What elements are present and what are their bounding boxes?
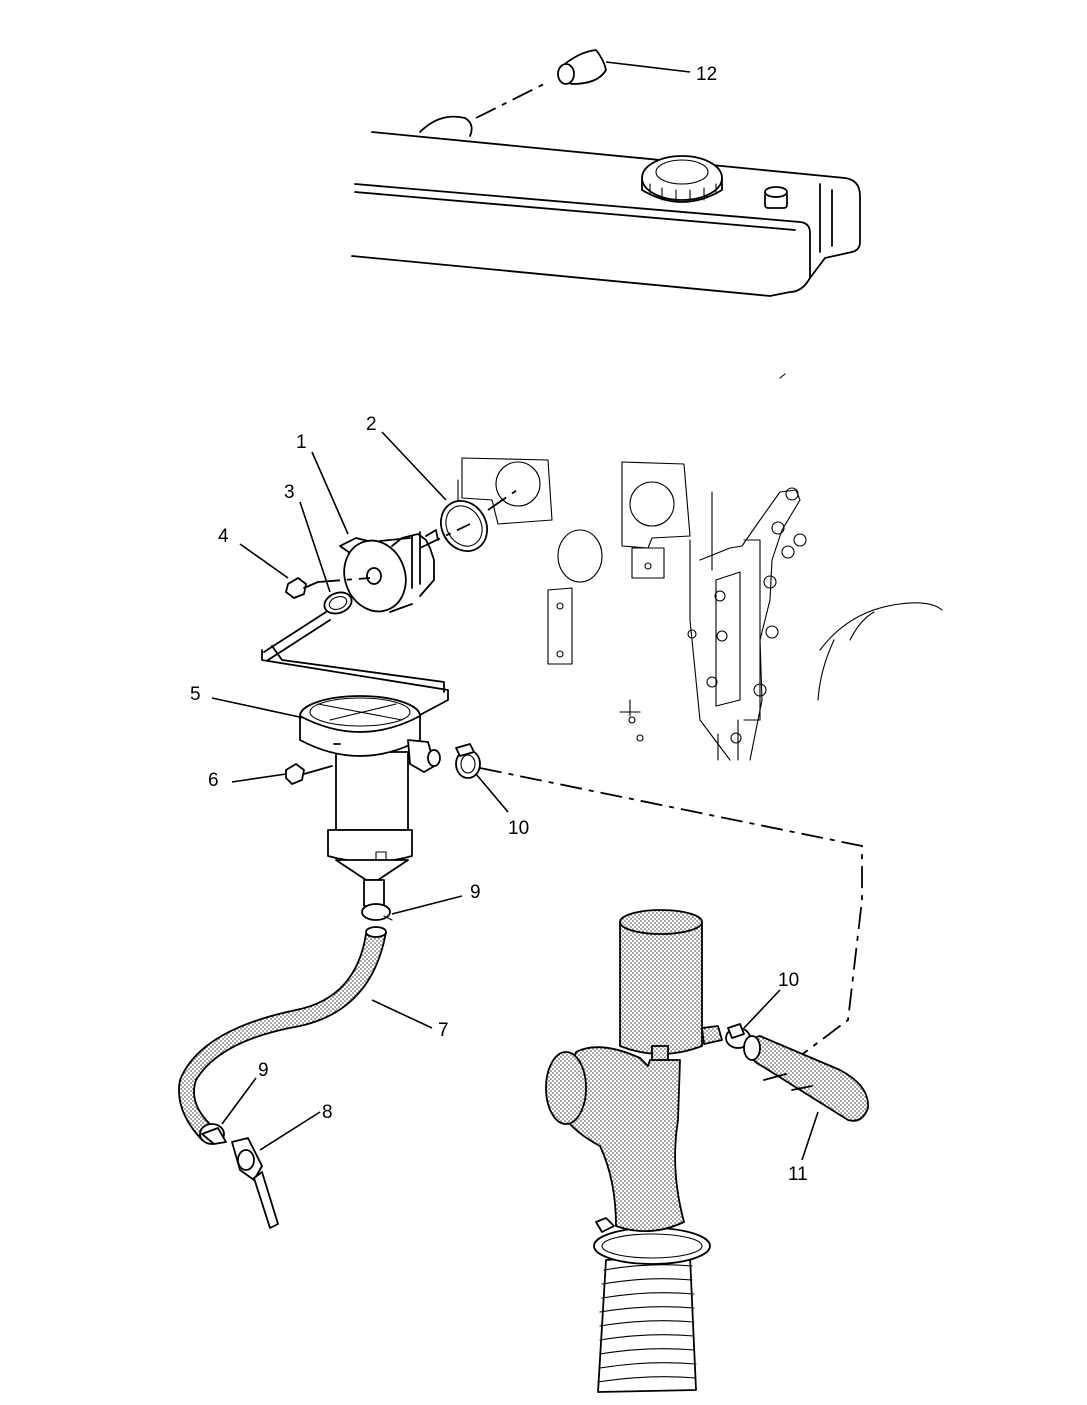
engine-block (457, 457, 943, 761)
leader-6 (231, 773, 287, 783)
callout-4: 4 (218, 526, 229, 547)
leader-10b (743, 989, 781, 1029)
leader-7 (371, 999, 433, 1029)
leader-8 (259, 1111, 321, 1151)
part-6-bolt (285, 763, 333, 785)
part-5-separator (299, 695, 441, 907)
leader-12 (605, 61, 691, 73)
part-4-bolt (285, 577, 319, 599)
part-8-fitting (231, 1137, 279, 1229)
leader-9a (391, 895, 463, 915)
callout-8: 8 (322, 1102, 333, 1123)
valve-cover (351, 115, 861, 379)
callout-2: 2 (366, 414, 377, 435)
callout-10-lower: 10 (778, 970, 799, 991)
air-intake-assembly (545, 909, 723, 1393)
callout-1: 1 (296, 432, 307, 453)
leader-2 (381, 431, 447, 501)
callout-10-upper: 10 (508, 818, 529, 839)
part-9-clamp-lower (199, 1123, 227, 1145)
leader-5 (211, 697, 305, 719)
part-12-cap (557, 49, 607, 85)
callout-7: 7 (438, 1020, 449, 1041)
callout-9-upper: 9 (470, 882, 481, 903)
leader-9b (221, 1077, 257, 1125)
callout-12: 12 (696, 64, 717, 85)
callout-5: 5 (190, 684, 201, 705)
leader-4 (239, 543, 289, 579)
part-7-hose (178, 926, 387, 1141)
callout-3: 3 (284, 482, 295, 503)
leader-3 (299, 501, 331, 593)
part-10-clamp-upper (455, 743, 481, 779)
callout-9-lower: 9 (258, 1060, 269, 1081)
leader-10a (475, 773, 509, 813)
part-9-clamp-upper (361, 903, 393, 921)
leader-1 (311, 451, 349, 535)
part-1-adapter (339, 529, 439, 613)
callout-6: 6 (208, 770, 219, 791)
leader-11 (801, 1111, 819, 1161)
part-3-seal (323, 591, 353, 615)
part-11-hose (743, 1035, 869, 1122)
callout-11: 11 (788, 1164, 808, 1185)
